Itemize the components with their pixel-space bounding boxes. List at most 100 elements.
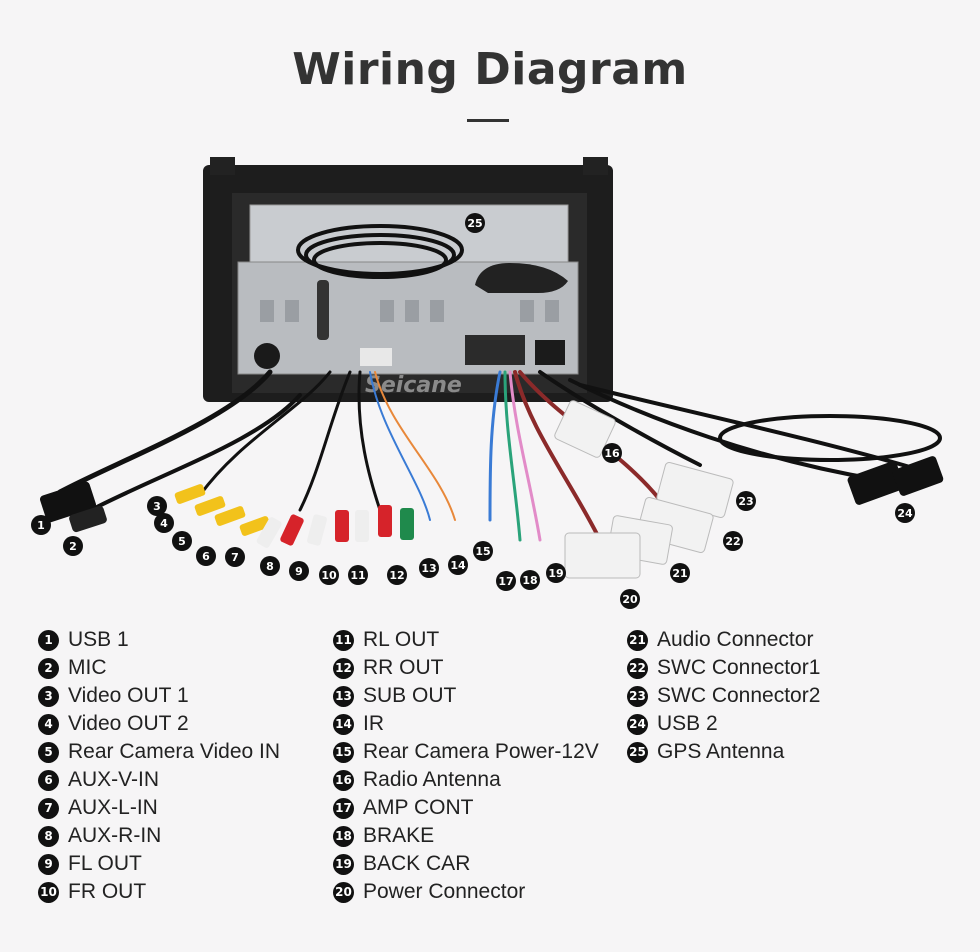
callout-21: 21 bbox=[670, 563, 690, 583]
legend-label: Power Connector bbox=[363, 880, 526, 903]
legend-number-badge: 16 bbox=[333, 769, 354, 791]
legend-label: BRAKE bbox=[363, 824, 435, 847]
legend-number-badge: 4 bbox=[38, 713, 59, 735]
legend-number-badge: 25 bbox=[627, 741, 648, 763]
svg-text:18: 18 bbox=[522, 574, 537, 587]
legend-item: 11 RL OUT bbox=[333, 626, 599, 654]
legend-item: 16 Radio Antenna bbox=[333, 766, 599, 794]
svg-text:17: 17 bbox=[498, 575, 513, 588]
legend-item: 12 RR OUT bbox=[333, 654, 599, 682]
callout-1: 1 bbox=[31, 515, 51, 535]
legend-label: Rear Camera Video IN bbox=[68, 740, 281, 763]
legend-number-badge: 18 bbox=[333, 825, 354, 847]
callout-24: 24 bbox=[895, 503, 915, 523]
title-divider bbox=[467, 119, 509, 122]
svg-text:24: 24 bbox=[897, 507, 913, 520]
callout-10: 10 bbox=[319, 565, 339, 585]
callout-5: 5 bbox=[172, 531, 192, 551]
callout-18: 18 bbox=[520, 570, 540, 590]
head-unit: Seicane bbox=[203, 157, 613, 402]
watermark-text: Seicane bbox=[365, 373, 462, 398]
page-title: Wiring Diagram bbox=[292, 44, 688, 95]
callout-12: 12 bbox=[387, 565, 407, 585]
svg-text:10: 10 bbox=[321, 569, 337, 582]
legend-item: 23 SWC Connector2 bbox=[627, 682, 820, 710]
svg-text:4: 4 bbox=[160, 517, 168, 530]
legend-label: SWC Connector1 bbox=[657, 656, 821, 679]
callout-14: 14 bbox=[448, 555, 468, 575]
callout-13: 13 bbox=[419, 558, 439, 578]
legend-label: Video OUT 2 bbox=[68, 712, 189, 735]
legend-item: 14 IR bbox=[333, 710, 599, 738]
rca-connectors bbox=[174, 484, 414, 548]
callout-6: 6 bbox=[196, 546, 216, 566]
legend-number-badge: 10 bbox=[38, 881, 59, 903]
legend-item: 22 SWC Connector1 bbox=[627, 654, 820, 682]
svg-text:8: 8 bbox=[266, 560, 274, 573]
legend-number-badge: 19 bbox=[333, 853, 354, 875]
legend-label: IR bbox=[363, 712, 384, 735]
wiring-illustration: Seicane bbox=[31, 157, 944, 609]
svg-text:20: 20 bbox=[622, 593, 638, 606]
legend-number-badge: 2 bbox=[38, 657, 59, 679]
legend-number-badge: 17 bbox=[333, 797, 354, 819]
callout-3: 3 bbox=[147, 496, 167, 516]
svg-text:3: 3 bbox=[153, 500, 161, 513]
callout-22: 22 bbox=[723, 531, 743, 551]
svg-text:1: 1 bbox=[37, 519, 45, 532]
svg-text:14: 14 bbox=[450, 559, 466, 572]
legend-label: SWC Connector2 bbox=[657, 684, 821, 707]
legend-item: 20 Power Connector bbox=[333, 878, 599, 906]
svg-text:7: 7 bbox=[231, 551, 239, 564]
legend-number-badge: 23 bbox=[627, 685, 648, 707]
callout-7: 7 bbox=[225, 547, 245, 567]
callout-8: 8 bbox=[260, 556, 280, 576]
callout-9: 9 bbox=[289, 561, 309, 581]
legend-number-badge: 9 bbox=[38, 853, 59, 875]
legend-number-badge: 1 bbox=[38, 629, 59, 651]
callout-4: 4 bbox=[154, 513, 174, 533]
legend-label: RR OUT bbox=[363, 656, 444, 679]
legend-label: FL OUT bbox=[68, 852, 142, 875]
callout-20: 20 bbox=[620, 589, 640, 609]
legend-label: RL OUT bbox=[363, 628, 440, 651]
legend-label: USB 2 bbox=[657, 712, 718, 735]
legend-number-badge: 12 bbox=[333, 657, 354, 679]
callout-17: 17 bbox=[496, 571, 516, 591]
legend-item: 9 FL OUT bbox=[38, 850, 280, 878]
svg-text:9: 9 bbox=[295, 565, 303, 578]
legend-number-badge: 7 bbox=[38, 797, 59, 819]
svg-text:21: 21 bbox=[672, 567, 687, 580]
legend-label: Video OUT 1 bbox=[68, 684, 189, 707]
legend-label: Radio Antenna bbox=[363, 768, 501, 791]
legend-item: 4 Video OUT 2 bbox=[38, 710, 280, 738]
legend-label: Rear Camera Power-12V bbox=[363, 740, 599, 763]
legend-label: AUX-R-IN bbox=[68, 824, 162, 847]
callout-2: 2 bbox=[63, 536, 83, 556]
svg-text:2: 2 bbox=[69, 540, 77, 553]
svg-text:5: 5 bbox=[178, 535, 186, 548]
svg-text:11: 11 bbox=[350, 569, 365, 582]
svg-text:16: 16 bbox=[604, 447, 620, 460]
callout-16: 16 bbox=[602, 443, 622, 463]
svg-text:15: 15 bbox=[475, 545, 490, 558]
svg-text:22: 22 bbox=[725, 535, 740, 548]
legend-number-badge: 11 bbox=[333, 629, 354, 651]
legend-number-badge: 22 bbox=[627, 657, 648, 679]
legend-number-badge: 14 bbox=[333, 713, 354, 735]
legend-number-badge: 20 bbox=[333, 881, 354, 903]
legend-label: Audio Connector bbox=[657, 628, 814, 651]
svg-text:6: 6 bbox=[202, 550, 210, 563]
